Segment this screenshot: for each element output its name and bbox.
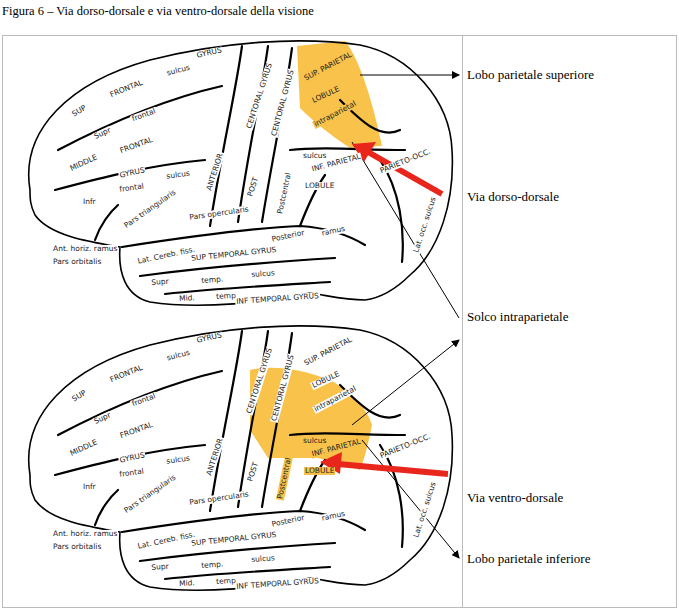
anatomy-label: LOBULE xyxy=(304,467,335,475)
anatomy-label: INF TEMPORAL GYRUS xyxy=(235,577,320,590)
anatomy-label: INF TEMPORAL GYRUS xyxy=(235,292,320,305)
anatomy-label: temp xyxy=(215,292,237,301)
anatomy-label: GYRUS xyxy=(195,46,223,59)
anatomy-label: sulcus xyxy=(302,437,328,445)
anatomy-label: sulcus xyxy=(250,554,276,563)
callout-label: Solco intraparietale xyxy=(467,309,568,325)
anatomy-label: Pars triangularis xyxy=(122,188,178,230)
anatomy-label: Supr xyxy=(92,411,113,426)
anatomy-label: Ant. horiz. ramus xyxy=(52,530,118,538)
anatomy-label: Supr xyxy=(150,563,170,572)
anatomy-label: sulcus xyxy=(165,169,191,180)
anatomy-label: GYRUS xyxy=(118,451,146,464)
anatomy-label: temp. xyxy=(200,560,224,569)
anatomy-label: POST xyxy=(246,175,260,198)
anatomy-label: temp. xyxy=(200,275,224,284)
anatomy-label: temp xyxy=(215,577,237,586)
anatomy-label: Pars opercularis xyxy=(188,490,250,506)
anatomy-label: SUP TEMPORAL GYRUS xyxy=(190,246,278,263)
callout-label: Via ventro-dorsale xyxy=(467,490,563,506)
callout-label: Lobo parietale superiore xyxy=(467,67,594,83)
anatomy-label: Mid. xyxy=(178,579,196,587)
anatomy-label: FRONTAL xyxy=(108,363,145,384)
anatomy-label: FRONTAL xyxy=(118,136,155,155)
anatomy-label: CENTORAL GYRUS xyxy=(270,68,295,138)
anatomy-label: Postcentral xyxy=(276,456,292,500)
figure-title: Figura 6 – Via dorso-dorsale e via ventr… xyxy=(2,4,314,19)
callout-label: Via dorso-dorsale xyxy=(467,189,559,205)
anatomy-label: GYRUS xyxy=(118,166,146,179)
anatomy-label: Posterior xyxy=(270,514,306,529)
anatomy-label: Pars orbitalis xyxy=(52,543,102,551)
anatomy-label: Pars triangularis xyxy=(122,473,178,515)
anatomy-label: Infr xyxy=(82,198,97,206)
anatomy-label: Lat. Cereb. fiss. xyxy=(136,530,197,550)
anatomy-label: MIDDLE xyxy=(68,153,99,173)
anatomy-label: Ant. horiz. ramus xyxy=(52,245,118,253)
anatomy-label: frontal xyxy=(130,392,157,408)
anatomy-label: Infr xyxy=(82,483,97,491)
anatomy-label: PARIETO-OCC. xyxy=(378,432,432,460)
anatomy-label: frontal xyxy=(118,467,145,478)
anatomy-label: SUP TEMPORAL GYRUS xyxy=(190,531,278,548)
anatomy-label: sulcus xyxy=(165,63,192,77)
anatomy-label: sulcus xyxy=(302,152,328,160)
anatomy-label: MIDDLE xyxy=(68,438,99,458)
anatomy-label: SUP. PARIETAL xyxy=(302,335,354,367)
anatomy-label: sulcus xyxy=(250,269,276,278)
anatomy-label: FRONTAL xyxy=(118,421,155,440)
anatomy-label: SUP xyxy=(70,104,88,119)
anatomy-label: Posterior xyxy=(270,229,306,244)
anatomy-label: POST xyxy=(246,460,260,483)
anatomy-label: Lat. Cereb. fiss. xyxy=(136,245,197,265)
anatomy-label: ANTERIOR xyxy=(205,436,225,477)
anatomy-label: Postcentral xyxy=(276,171,292,215)
anatomy-label: GYRUS xyxy=(195,331,223,344)
anatomy-label: Mid. xyxy=(178,294,196,302)
anatomy-label: sulcus xyxy=(165,454,191,465)
anatomy-label: frontal xyxy=(130,107,157,123)
anatomy-label: FRONTAL xyxy=(108,78,145,99)
anatomy-label: LOBULE xyxy=(304,182,335,190)
anatomy-label: SUP xyxy=(70,389,88,404)
anatomy-label: Pars opercularis xyxy=(188,205,250,221)
anatomy-label: Supr xyxy=(92,126,113,141)
anatomy-label: sulcus xyxy=(165,348,192,362)
anatomy-label: Pars orbitalis xyxy=(52,258,102,266)
anatomy-label: Supr xyxy=(150,278,170,287)
callout-label: Lobo parietale inferiore xyxy=(467,551,590,567)
anatomy-label: frontal xyxy=(118,182,145,193)
anatomy-label: ANTERIOR xyxy=(205,151,225,192)
anatomy-label: CENTORAL GYRUS xyxy=(245,61,274,130)
